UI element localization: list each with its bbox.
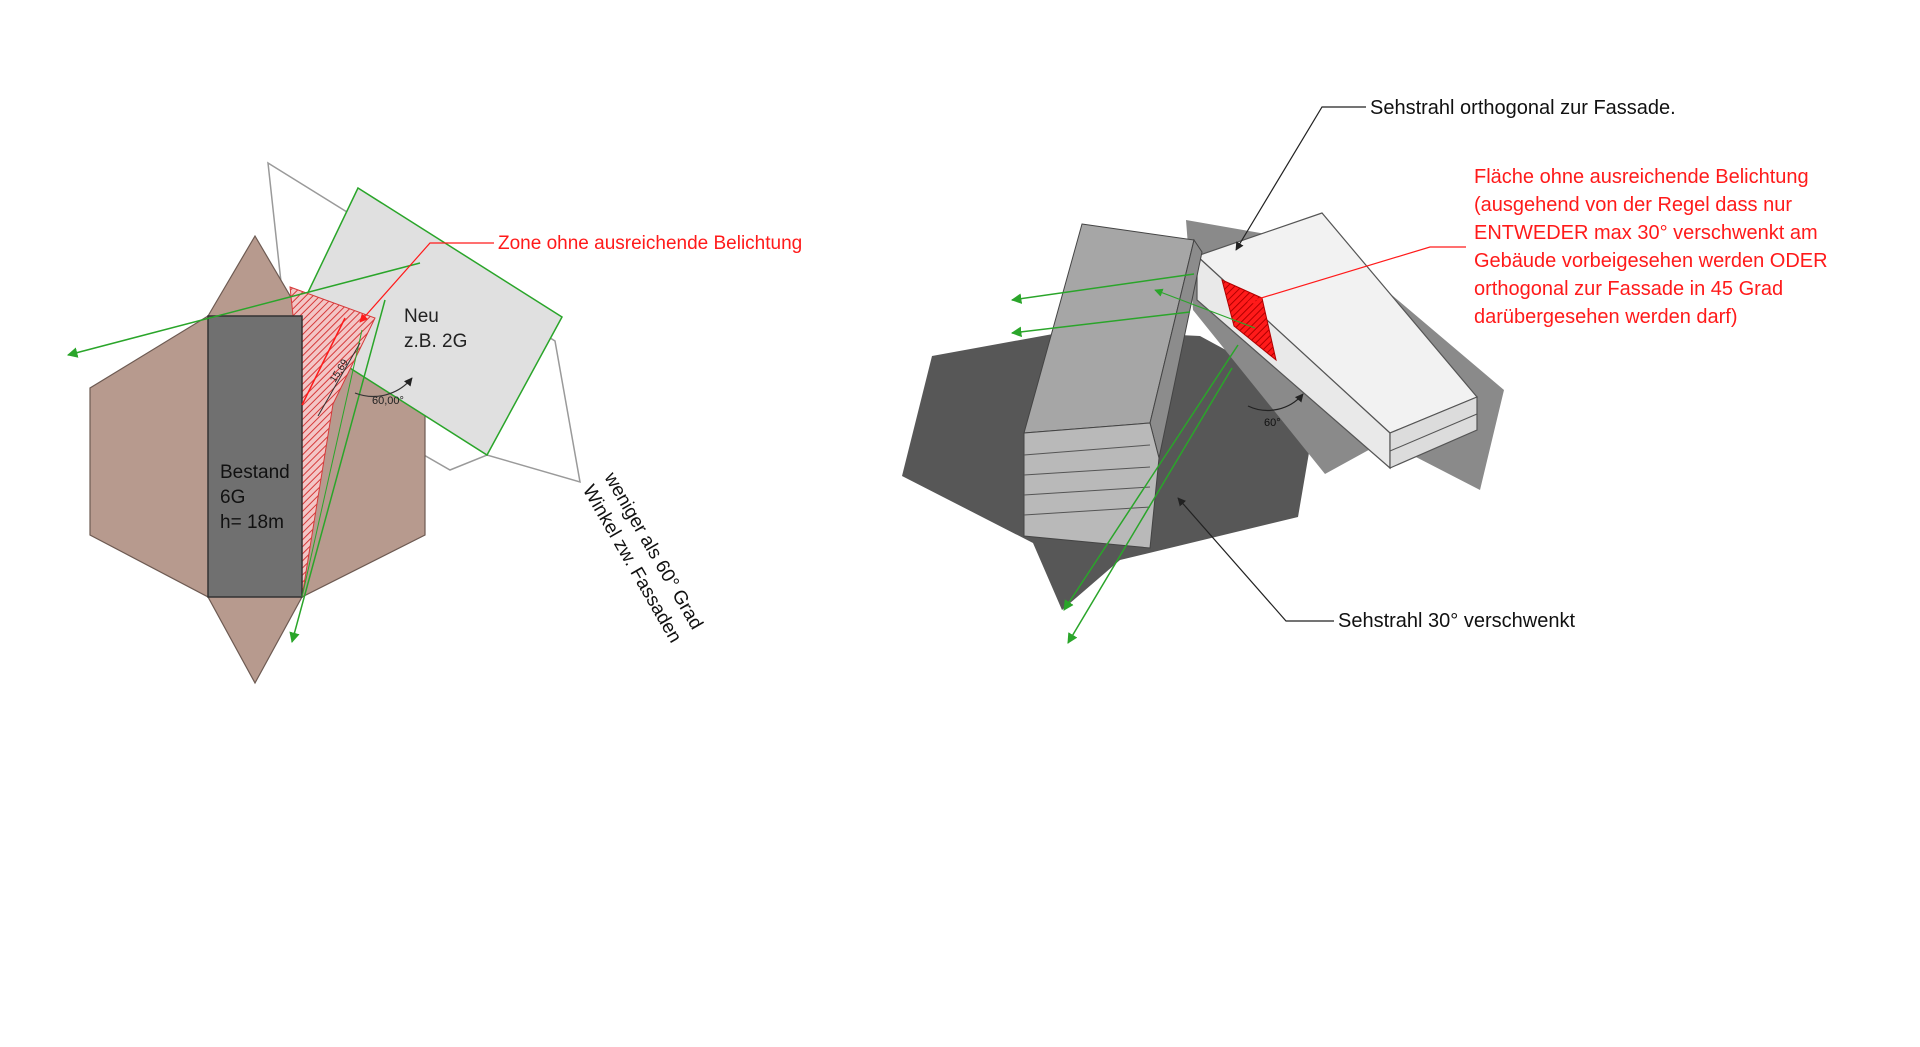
iso-angle-value: 60°	[1264, 417, 1281, 429]
sight-line-1	[66, 262, 421, 358]
existing-building-label-2: 6G	[220, 487, 245, 508]
red-note-line-2: (ausgehend von der Regel dass nur	[1474, 194, 1792, 216]
red-note-line-1: Fläche ohne ausreichende Belichtung	[1474, 166, 1809, 188]
zone-label: Zone ohne ausreichende Belichtung	[498, 233, 802, 254]
red-note-line-3: ENTWEDER max 30° verschwenkt am	[1474, 222, 1818, 244]
red-note-line-5: orthogonal zur Fassade in 45 Grad	[1474, 278, 1783, 300]
iso-tower-floor-lines	[1023, 444, 1151, 516]
existing-building-label-1: Bestand	[220, 462, 290, 483]
red-note-line-6: darübergesehen werden darf)	[1474, 306, 1738, 328]
existing-building-label-3: h= 18m	[220, 512, 284, 533]
red-note-leader	[1247, 246, 1466, 304]
isometric-view: Sehstrahl orthogonal zur Fassade. Sehstr…	[902, 97, 1828, 644]
new-building-label-2: z.B. 2G	[404, 331, 467, 352]
callout-top: Sehstrahl orthogonal zur Fassade.	[1370, 97, 1676, 119]
red-note: Fläche ohne ausreichende Belichtung (aus…	[1474, 166, 1828, 328]
iso-sight-line-4	[1067, 367, 1233, 644]
existing-building	[207, 315, 303, 598]
sight-line-2	[289, 299, 386, 644]
angle-arc	[354, 377, 413, 398]
callout-top-leader	[1235, 106, 1366, 251]
iso-new-block-floor-line	[1389, 413, 1478, 452]
plan-view: Zone ohne ausreichende Belichtung Neu z.…	[66, 161, 802, 685]
zone-label-leader	[359, 242, 494, 323]
distance-dimension	[317, 342, 361, 417]
iso-sight-line-3	[1063, 344, 1239, 611]
angle-note: weniger als 60° Grad Winkel zw. Fassaden	[578, 468, 707, 646]
iso-angle-arc	[1247, 393, 1304, 412]
red-dimension-line	[301, 317, 346, 406]
iso-sight-line-1	[1010, 273, 1195, 304]
iso-insufficient-light-area	[1221, 279, 1277, 362]
iso-sight-line-2	[1010, 311, 1191, 338]
new-building-label-1: Neu	[404, 306, 439, 327]
callout-bottom: Sehstrahl 30° verschwenkt	[1338, 610, 1575, 632]
red-note-line-4: Gebäude vorbeigesehen werden ODER	[1474, 250, 1828, 272]
iso-sight-line-5	[1154, 288, 1256, 329]
new-building	[289, 186, 563, 457]
plan-angle-value: 60,00°	[372, 395, 404, 407]
sight-line-3	[301, 329, 363, 598]
iso-tower-lower	[1023, 422, 1160, 549]
callout-bottom-leader	[1177, 497, 1334, 622]
